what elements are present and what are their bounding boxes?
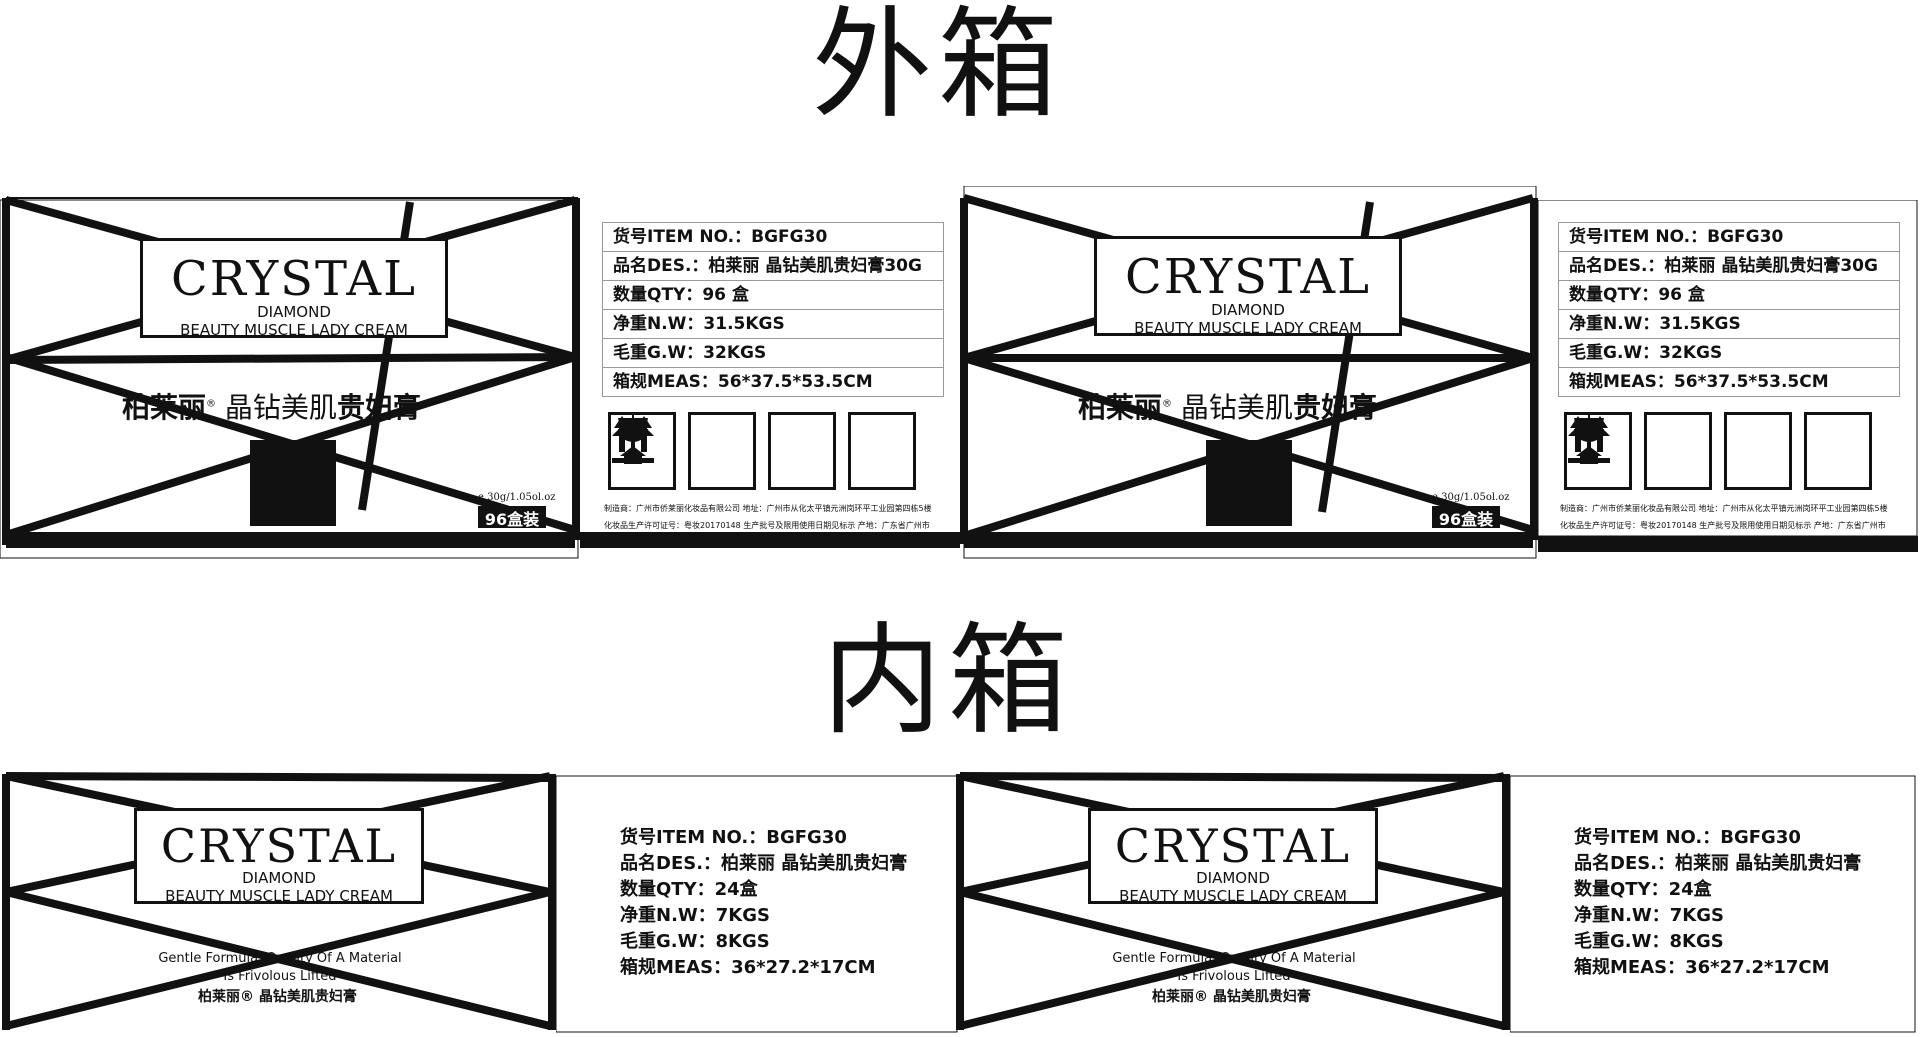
logo-line-2: BEAUTY MUSCLE LADY CREAM: [180, 321, 408, 339]
slogan-line-1: Gentle Formula, Quality Of A Material: [158, 951, 402, 966]
net-weight-row: 净重N.W：31.5KGS: [603, 310, 943, 339]
outer-footer-1: 制造商：广州市侨莱丽化妆品有限公司 地址：广州市从化太平镇元洲岗环平工业园第四栋…: [604, 500, 932, 534]
inner-brand-line: 柏莱丽® 晶钻美肌贵妇膏: [198, 989, 357, 1005]
net-weight: e 30g/1.05ol.oz: [478, 492, 556, 503]
outer-info-table-2: 货号ITEM NO.：BGFG30 品名DES.：柏莱丽 晶钻美肌贵妇膏30G …: [1558, 222, 1900, 397]
crystal-logo: CRYSTAL DIAMOND BEAUTY MUSCLE LADY CREAM: [140, 238, 448, 339]
brand-product-name: 柏莱丽® 晶钻美肌贵妇膏: [122, 386, 421, 426]
outer-footer-2: 制造商：广州市侨莱丽化妆品有限公司 地址：广州市从化太平镇元洲岗环平工业园第四栋…: [1560, 500, 1888, 534]
inner-front-panel-2: CRYSTAL DIAMOND BEAUTY MUSCLE LADY CREAM…: [954, 770, 1514, 1034]
slogan-line-1: Gentle Formula, Quality Of A Material: [1112, 951, 1356, 966]
outer-info-table-1: 货号ITEM NO.：BGFG30 品名DES.：柏莱丽 晶钻美肌贵妇膏30G …: [602, 222, 944, 397]
inner-brand-line: 柏莱丽® 晶钻美肌贵妇膏: [1152, 989, 1311, 1005]
pack-count-badge: 96盒装: [1432, 506, 1500, 529]
brand-product-name: 柏莱丽® 晶钻美肌贵妇膏: [1078, 386, 1377, 426]
crystal-logo: CRYSTAL DIAMOND BEAUTY MUSCLE LADY CREAM: [134, 808, 424, 905]
gross-weight-row: 毛重G.W：8KGS: [1574, 931, 1724, 952]
inner-info-block-2: 货号ITEM NO.：BGFG30 品名DES.：柏莱丽 晶钻美肌贵妇膏 数量Q…: [1574, 825, 1861, 981]
inner-front-lines-2: [956, 772, 1510, 1030]
measurement-row: 箱规MEAS：36*27.2*17CM: [620, 957, 876, 978]
product-name: 晶钻美肌: [1180, 391, 1293, 424]
license-line: 化妆品生产许可证号：粤妆20170148 生产批号及限用使用日期见标示 产地：广…: [604, 521, 930, 530]
net-weight-row: 净重N.W：7KGS: [1574, 905, 1724, 926]
slogan: Gentle Formula, Quality Of A Material Is…: [140, 950, 420, 986]
logo-line-1: DIAMOND: [242, 869, 316, 887]
logo-line-2: BEAUTY MUSCLE LADY CREAM: [1119, 887, 1347, 905]
brand-name: 柏莱丽: [1078, 391, 1163, 424]
quantity-row: 数量QTY：24盒: [1574, 879, 1712, 900]
item-no-row: 货号ITEM NO.：BGFG30: [620, 827, 847, 848]
black-square: [250, 440, 336, 526]
keep-from-sun-icon: [1574, 412, 1792, 490]
keep-dry-icon: [612, 412, 756, 490]
description-row: 品名DES.：柏莱丽 晶钻美肌贵妇膏: [1574, 853, 1862, 874]
handling-symbols-1: [608, 412, 916, 490]
logo-wordmark: CRYSTAL: [1114, 819, 1352, 873]
quantity-row: 数量QTY：24盒: [620, 879, 758, 900]
logo-line-1: DIAMOND: [1196, 869, 1270, 887]
gross-weight-row: 毛重G.W：32KGS: [1559, 339, 1899, 368]
outer-side-panel-1: 货号ITEM NO.：BGFG30 品名DES.：柏莱丽 晶钻美肌贵妇膏30G …: [580, 200, 960, 570]
slogan: Gentle Formula, Quality Of A Material Is…: [1094, 950, 1374, 986]
net-weight-row: 净重N.W：31.5KGS: [1559, 310, 1899, 339]
quantity-row: 数量QTY：96 盒: [603, 281, 943, 310]
measurement-row: 箱规MEAS：56*37.5*53.5CM: [1569, 372, 1829, 392]
item-no-row: 货号ITEM NO.：BGFG30: [1574, 827, 1801, 848]
measurement-row: 箱规MEAS：56*37.5*53.5CM: [613, 372, 873, 392]
outer-front-panel-1: CRYSTAL DIAMOND BEAUTY MUSCLE LADY CREAM…: [0, 190, 580, 570]
crystal-logo: CRYSTAL DIAMOND BEAUTY MUSCLE LADY CREAM: [1094, 236, 1402, 337]
description-row: 品名DES.：柏莱丽 晶钻美肌贵妇膏30G: [603, 252, 943, 281]
description-row: 品名DES.：柏莱丽 晶钻美肌贵妇膏: [620, 853, 908, 874]
outer-side-panel-2: 货号ITEM NO.：BGFG30 品名DES.：柏莱丽 晶钻美肌贵妇膏30G …: [1538, 200, 1918, 570]
logo-line-2: BEAUTY MUSCLE LADY CREAM: [1134, 319, 1362, 337]
logo-line-1: DIAMOND: [1211, 301, 1285, 319]
gross-weight-row: 毛重G.W：32KGS: [603, 339, 943, 368]
registered-mark: ®: [1162, 398, 1173, 410]
description-row: 品名DES.：柏莱丽 晶钻美肌贵妇膏30G: [1559, 252, 1899, 281]
logo-wordmark: CRYSTAL: [160, 819, 398, 873]
measurement-row: 箱规MEAS：36*27.2*17CM: [1574, 957, 1830, 978]
inner-box-title: 内箱: [822, 612, 1074, 751]
logo-wordmark: CRYSTAL: [171, 251, 417, 307]
item-no-row: 货号ITEM NO.：BGFG30: [1559, 223, 1899, 252]
product-name: 晶钻美肌: [224, 391, 337, 424]
net-weight: e 30g/1.05ol.oz: [1432, 492, 1510, 503]
handling-symbols-2: [1564, 412, 1872, 490]
product-name-bold: 贵妇膏: [336, 391, 421, 424]
black-square: [1206, 440, 1292, 526]
inner-side-panel-1: 货号ITEM NO.：BGFG30 品名DES.：柏莱丽 晶钻美肌贵妇膏 数量Q…: [556, 775, 958, 1033]
gross-weight-row: 毛重G.W：8KGS: [620, 931, 770, 952]
keep-dry-icon: [1568, 412, 1712, 490]
keep-from-sun-icon: [618, 412, 836, 490]
crystal-logo: CRYSTAL DIAMOND BEAUTY MUSCLE LADY CREAM: [1088, 808, 1378, 905]
this-way-up-icon: [612, 412, 916, 490]
outer-side-lines-1: [580, 532, 960, 548]
outer-front-panel-2: CRYSTAL DIAMOND BEAUTY MUSCLE LADY CREAM…: [958, 186, 1538, 570]
registered-mark: ®: [206, 398, 217, 410]
manufacturer-line: 制造商：广州市侨莱丽化妆品有限公司 地址：广州市从化太平镇元洲岗环平工业园第四栋…: [604, 504, 932, 513]
brand-name: 柏莱丽: [122, 391, 207, 424]
slogan-line-2: Is Frivolous Lifted: [1177, 969, 1291, 984]
logo-wordmark: CRYSTAL: [1125, 249, 1371, 305]
manufacturer-line: 制造商：广州市侨莱丽化妆品有限公司 地址：广州市从化太平镇元洲岗环平工业园第四栋…: [1560, 504, 1888, 513]
inner-front-panel-1: CRYSTAL DIAMOND BEAUTY MUSCLE LADY CREAM…: [0, 770, 560, 1034]
product-name-bold: 贵妇膏: [1292, 391, 1377, 424]
license-line: 化妆品生产许可证号：粤妆20170148 生产批号及限用使用日期见标示 产地：广…: [1560, 521, 1886, 530]
inner-side-border-2: [1510, 775, 1916, 1033]
this-way-up-icon: [1568, 412, 1872, 490]
logo-line-2: BEAUTY MUSCLE LADY CREAM: [165, 887, 393, 905]
outer-side-lines-2: [1538, 200, 1918, 552]
item-no-row: 货号ITEM NO.：BGFG30: [603, 223, 943, 252]
inner-side-panel-2: 货号ITEM NO.：BGFG30 品名DES.：柏莱丽 晶钻美肌贵妇膏 数量Q…: [1510, 775, 1916, 1033]
slogan-line-2: Is Frivolous Lifted: [223, 969, 337, 984]
inner-info-block-1: 货号ITEM NO.：BGFG30 品名DES.：柏莱丽 晶钻美肌贵妇膏 数量Q…: [620, 825, 907, 981]
net-weight-row: 净重N.W：7KGS: [620, 905, 770, 926]
pack-count-badge: 96盒装: [478, 506, 546, 529]
quantity-row: 数量QTY：96 盒: [1559, 281, 1899, 310]
logo-line-1: DIAMOND: [257, 303, 331, 321]
outer-box-title: 外箱: [812, 0, 1064, 135]
